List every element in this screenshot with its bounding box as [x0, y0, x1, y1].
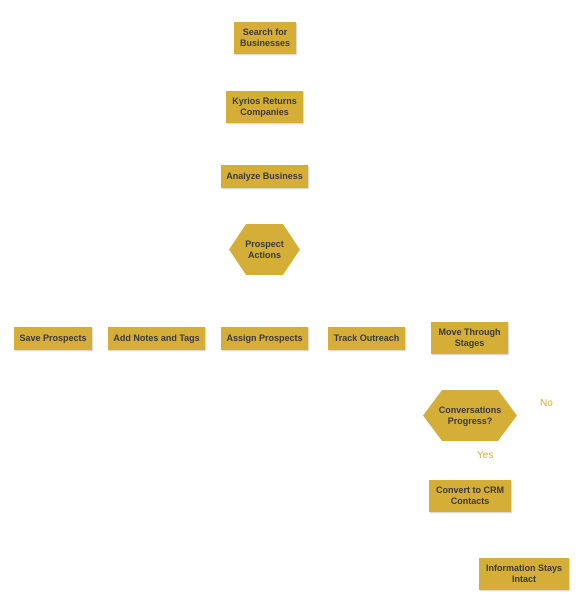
node-label: Move Through Stages [438, 327, 501, 348]
decision-prospect-actions[interactable]: Prospect Actions [228, 223, 301, 276]
node-kyrios-returns-companies[interactable]: Kyrios Returns Companies [226, 91, 303, 123]
node-assign-prospects[interactable]: Assign Prospects [221, 327, 308, 350]
node-convert-to-crm-contacts[interactable]: Convert to CRM Contacts [429, 480, 511, 512]
edge-label-yes: Yes [477, 450, 494, 461]
node-label: Convert to CRM Contacts [436, 485, 504, 506]
node-search-for-businesses[interactable]: Search for Businesses [234, 22, 296, 54]
diamond-shape [229, 224, 300, 275]
node-label: Kyrios Returns Companies [232, 96, 297, 117]
decision-label: Prospect Actions [245, 238, 284, 260]
node-analyze-business[interactable]: Analyze Business [221, 165, 308, 188]
node-label: Add Notes and Tags [113, 333, 200, 343]
node-move-through-stages[interactable]: Move Through Stages [431, 322, 508, 354]
node-label: Analyze Business [226, 171, 303, 181]
node-label: Information Stays Intact [485, 563, 562, 584]
node-label: Assign Prospects [226, 333, 303, 343]
node-label: Save Prospects [19, 333, 87, 343]
node-label: Track Outreach [333, 333, 400, 343]
diamond-shape [423, 390, 517, 441]
node-save-prospects[interactable]: Save Prospects [14, 327, 92, 350]
decision-label: Conversations Progress? [438, 404, 502, 426]
edge-label-no: No [540, 398, 553, 409]
node-track-outreach[interactable]: Track Outreach [328, 327, 405, 350]
decision-conversations-progress[interactable]: Conversations Progress? [422, 389, 518, 442]
node-label: Search for Businesses [239, 27, 291, 48]
node-add-notes-and-tags[interactable]: Add Notes and Tags [108, 327, 205, 350]
node-information-stays-intact[interactable]: Information Stays Intact [479, 558, 569, 590]
